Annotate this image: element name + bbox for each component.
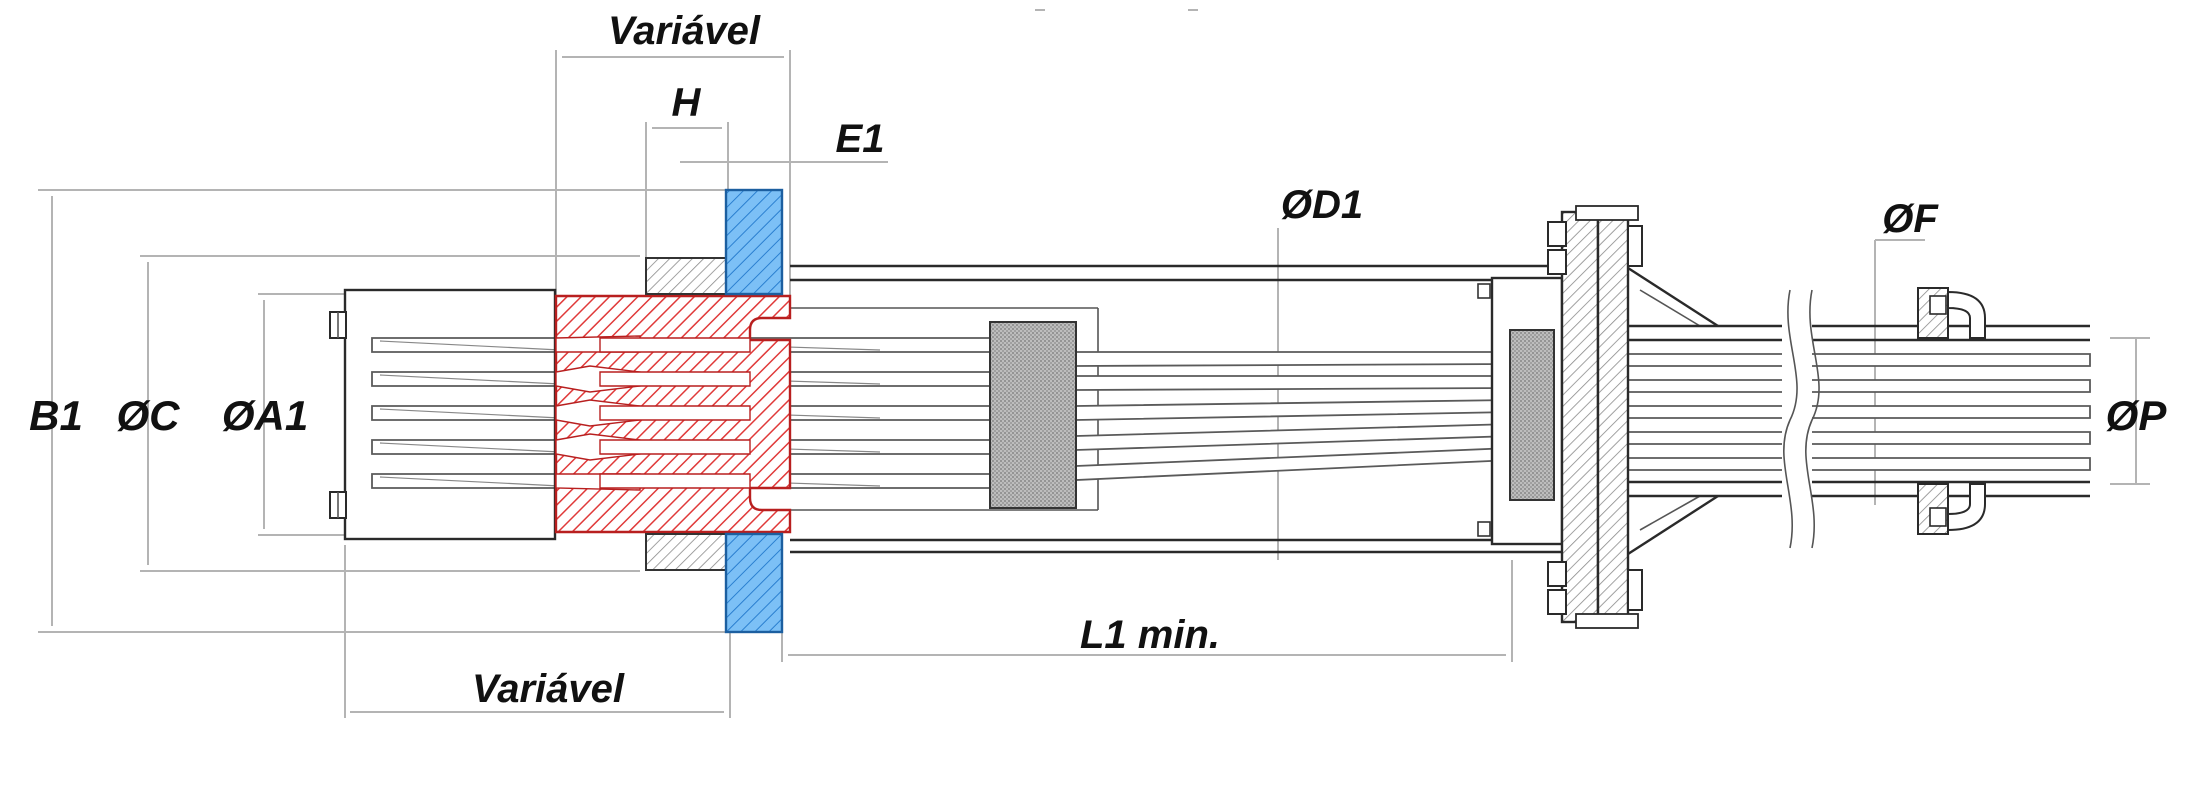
bearing-plate bbox=[724, 188, 784, 634]
dimension-lines bbox=[38, 9, 2150, 718]
flange-assembly bbox=[1490, 205, 1719, 629]
anchor-block bbox=[554, 294, 792, 534]
label-e1: E1 bbox=[836, 117, 885, 161]
label-b1: B1 bbox=[29, 392, 83, 439]
dimension-labels: Variável H E1 ØD1 ØF B1 ØC ØA1 ØP L1 min… bbox=[29, 9, 2167, 711]
strand-spacer bbox=[989, 321, 1077, 509]
duct bbox=[1628, 287, 2090, 549]
label-h: H bbox=[672, 81, 702, 125]
label-c: ØC bbox=[117, 392, 181, 439]
label-variavel-bottom: Variável bbox=[472, 667, 625, 711]
grout-spacers bbox=[645, 257, 727, 571]
rear-cap bbox=[329, 288, 557, 541]
label-p: ØP bbox=[2106, 392, 2168, 439]
label-l1: L1 min. bbox=[1080, 613, 1220, 657]
label-variavel-top: Variável bbox=[608, 9, 761, 53]
label-a1: ØA1 bbox=[222, 392, 308, 439]
label-f: ØF bbox=[1882, 197, 1939, 241]
label-d1: ØD1 bbox=[1281, 183, 1363, 227]
